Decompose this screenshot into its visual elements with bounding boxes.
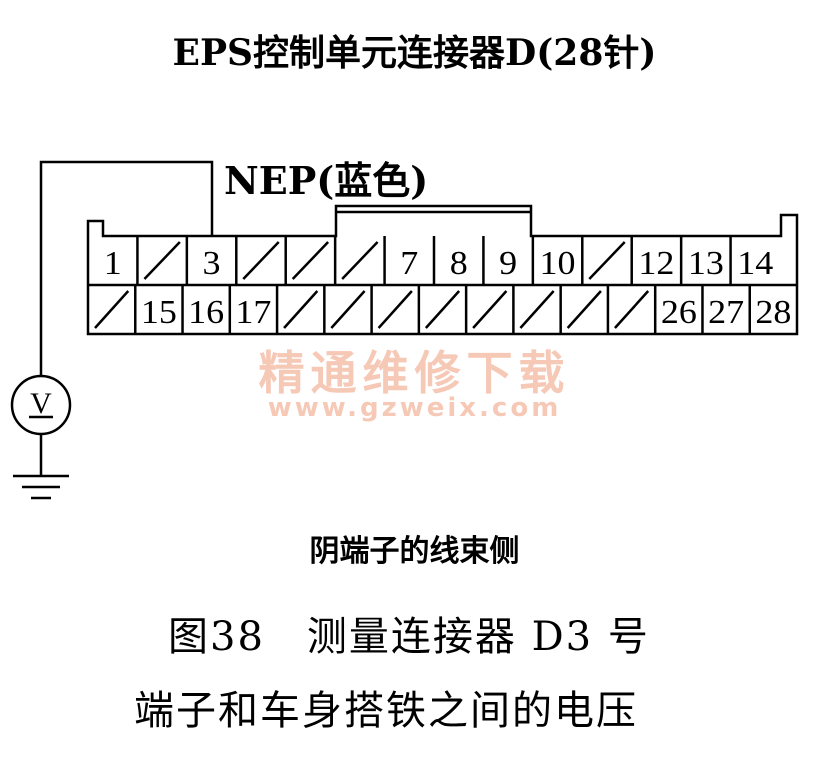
bottom-row-empty-slot: [283, 290, 319, 329]
bottom-row-pin-15: 15: [141, 294, 177, 331]
bottom-row-empty-slot: [519, 290, 555, 329]
top-row-pin-9: 9: [499, 245, 517, 282]
voltmeter-symbol: [10, 374, 72, 436]
view-label: 阴端子的线束侧: [309, 534, 520, 569]
bottom-row-empty-slot: [330, 290, 366, 329]
top-row-empty-slot: [242, 241, 280, 280]
connector-bottom-row: 15 16 17 26 27 28: [94, 285, 791, 334]
bottom-row-pin-16: 16: [188, 294, 224, 331]
top-row-pin-12: 12: [638, 245, 674, 282]
top-row-empty-slot: [341, 241, 379, 280]
top-row-pin-14: 14: [737, 245, 773, 282]
watermark-url: www.gzweix.com: [267, 393, 562, 423]
voltmeter-label: V: [30, 387, 52, 420]
top-row-pin-7: 7: [400, 245, 418, 282]
top-row-pin-8: 8: [450, 245, 468, 282]
bottom-row-pin-26: 26: [661, 294, 697, 331]
bottom-row-pin-17: 17: [235, 294, 271, 331]
figure-caption-line2: 端子和车身搭铁之间的电压: [134, 688, 638, 734]
top-row-empty-slot: [291, 241, 330, 280]
connector-outline: [86, 204, 799, 336]
top-row-pin-10: 10: [540, 245, 576, 282]
bottom-row-empty-slot: [424, 290, 461, 329]
bottom-row-pin-27: 27: [708, 294, 744, 331]
top-row-empty-slot: [143, 241, 181, 280]
diagram-title: EPS控制单元连接器D(28针): [172, 32, 657, 74]
top-row-empty-slot: [588, 241, 626, 280]
bottom-row-empty-slot: [377, 290, 413, 329]
meter-lead-wire: [39, 160, 214, 376]
top-row-pin-13: 13: [688, 245, 724, 282]
top-row-pin-3: 3: [203, 245, 221, 282]
bottom-row-empty-slot: [566, 290, 602, 329]
wire-label: NEP(蓝色): [224, 158, 429, 203]
bottom-row-empty-slot: [614, 290, 650, 329]
bottom-row-pin-28: 28: [755, 294, 791, 331]
bottom-row-empty-slot: [94, 290, 130, 329]
figure-caption-line1: 图38 测量连接器 D3 号: [168, 614, 650, 660]
watermark-text: 精通维修下载: [258, 346, 571, 400]
bottom-row-empty-slot: [472, 290, 508, 329]
top-row-pin-1: 1: [104, 245, 122, 282]
